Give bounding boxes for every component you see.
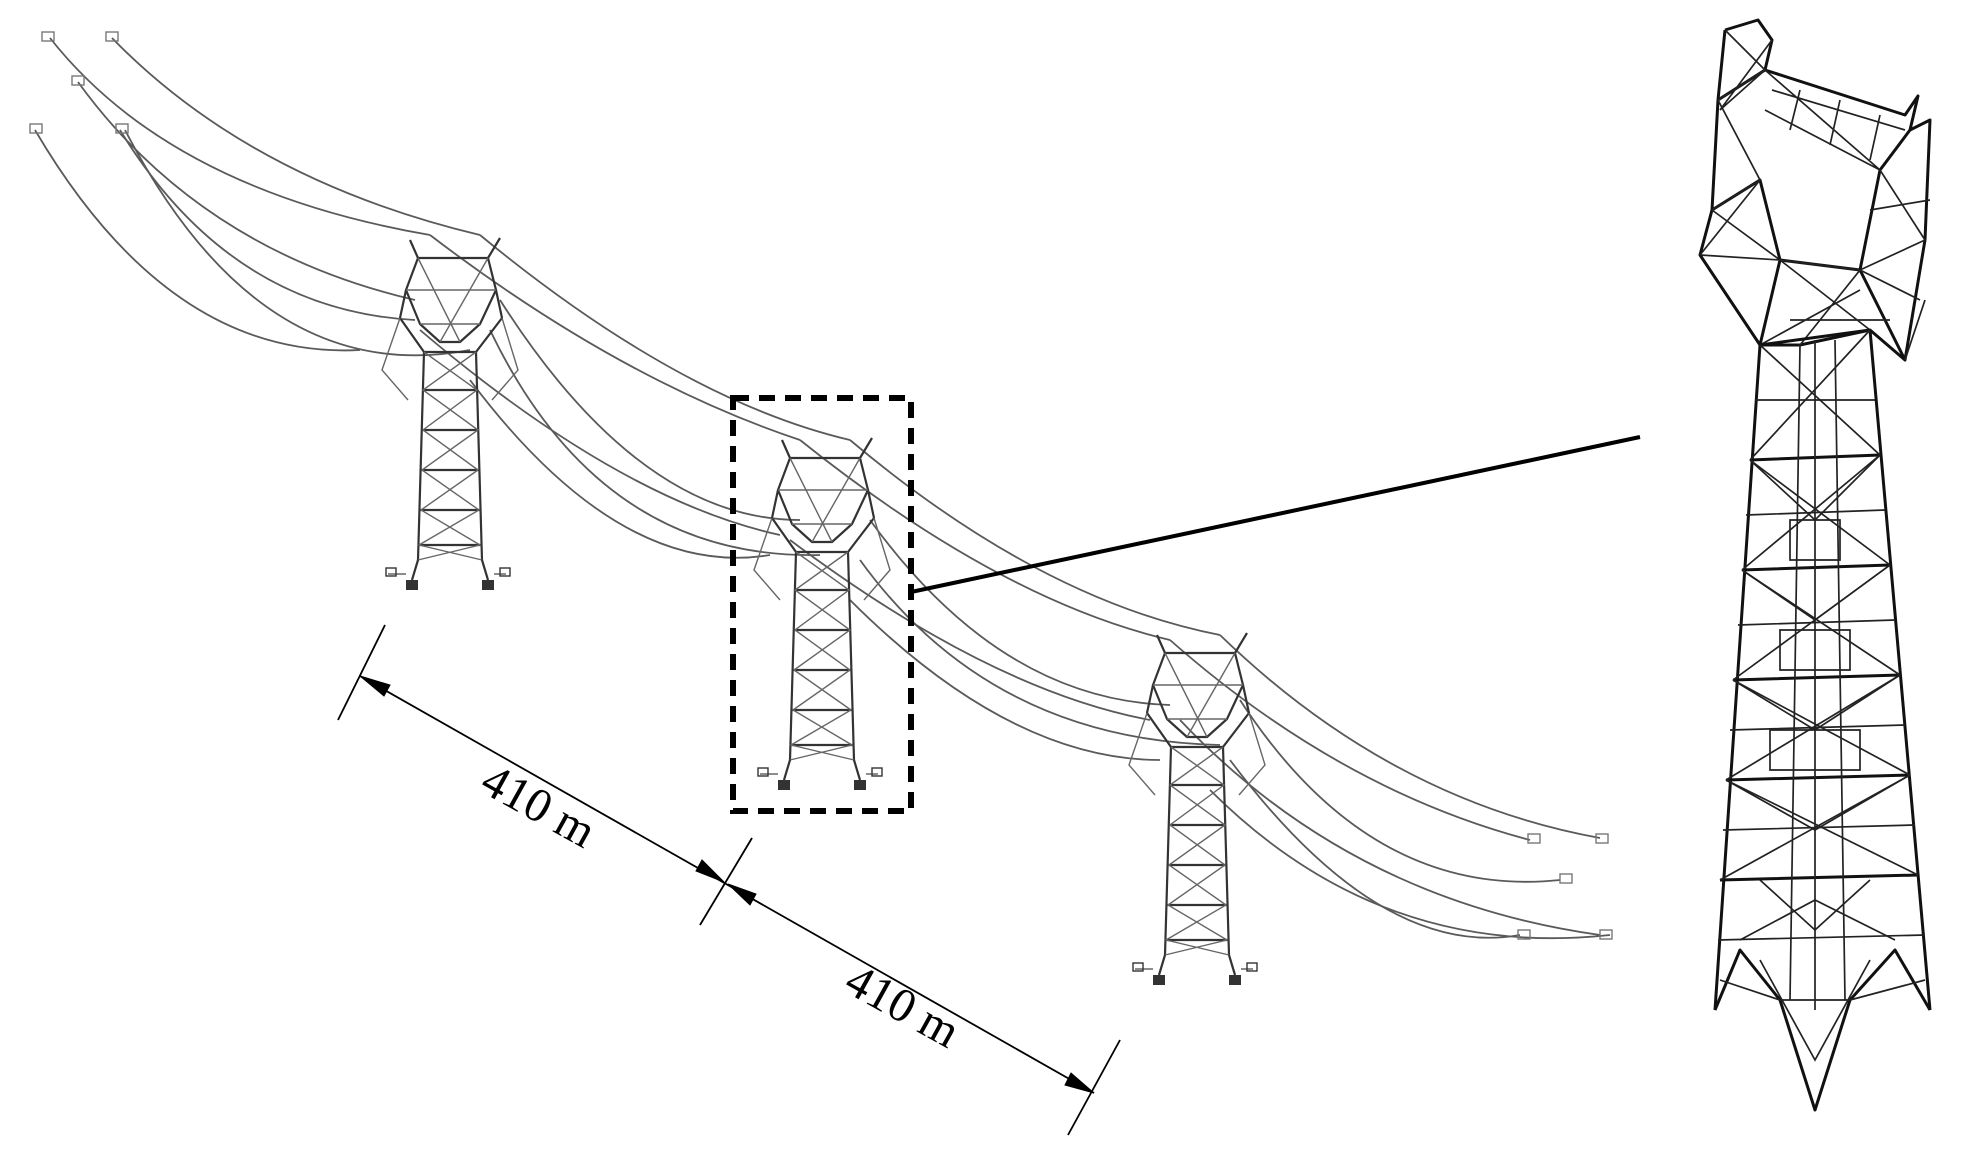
conductor-wires bbox=[34, 37, 1611, 940]
enlarged-tower-model bbox=[1698, 18, 1932, 1112]
highlight-box bbox=[730, 395, 914, 814]
wire-end-markers bbox=[29, 31, 1613, 940]
tower-right bbox=[1127, 631, 1267, 987]
leader-line bbox=[910, 435, 1641, 594]
span-label-right: 410 m bbox=[837, 953, 969, 1058]
span-label-left: 410 m bbox=[473, 753, 605, 858]
tower-middle bbox=[752, 436, 892, 792]
span-dimension bbox=[337, 624, 1121, 1136]
